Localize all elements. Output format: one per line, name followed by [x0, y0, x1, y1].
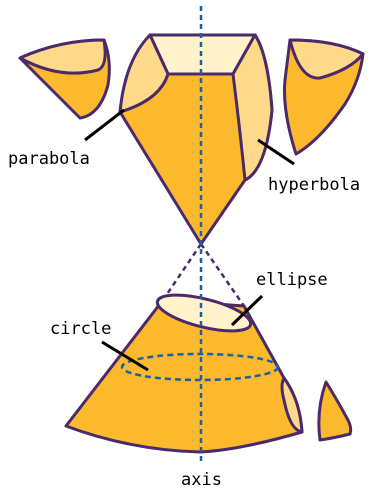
- ellipse-label: ellipse: [256, 270, 328, 290]
- circle-label: circle: [50, 319, 111, 339]
- hyperbola-label: hyperbola: [268, 175, 360, 195]
- upper-cone: [120, 35, 272, 244]
- lower-cone: [66, 288, 302, 452]
- hyperbola-piece: [284, 40, 363, 154]
- lower-hyperbola-piece: [319, 382, 351, 440]
- axis-label: axis: [181, 470, 222, 490]
- parabola-piece: [20, 40, 109, 118]
- parabola-label: parabola: [8, 149, 90, 169]
